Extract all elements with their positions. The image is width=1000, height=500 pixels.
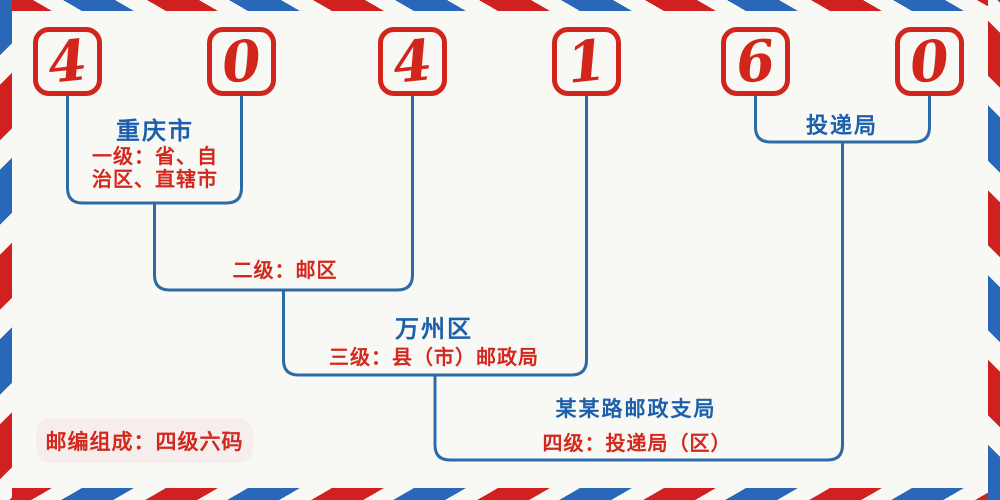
digit-2: 0 [218, 26, 265, 97]
digit-5: 6 [732, 26, 779, 97]
digit-box-6: 0 [895, 27, 964, 96]
digit-3: 4 [389, 26, 436, 97]
airmail-border-left [0, 0, 12, 500]
digit-1: 4 [44, 26, 91, 97]
level4-desc-label: 四级：投递局（区） [542, 433, 732, 455]
airmail-border-right [988, 0, 1000, 500]
digit-4: 1 [563, 26, 610, 97]
level1-place-label: 重庆市 [116, 116, 194, 145]
level4-place-label: 某某路邮政支局 [555, 396, 717, 421]
digit-box-5: 6 [721, 27, 790, 96]
footer-badge: 邮编组成：四级六码 [36, 418, 253, 463]
airmail-border-bottom [0, 488, 1000, 500]
level3-place-label: 万州区 [395, 314, 473, 343]
digit-box-4: 1 [552, 27, 621, 96]
digit-box-3: 4 [378, 27, 447, 96]
airmail-border-top [0, 0, 1000, 11]
digit-box-2: 0 [207, 27, 276, 96]
bracket-delivery [754, 96, 931, 144]
digit-6: 0 [906, 26, 953, 97]
level2-desc-label: 二级：邮区 [232, 260, 338, 282]
delivery-office-label: 投递局 [805, 113, 878, 139]
level3-desc-label: 三级：县（市）邮政局 [329, 347, 539, 369]
level1-desc-label: 一级：省、自 治区、直辖市 [92, 146, 218, 191]
digit-box-1: 4 [33, 27, 102, 96]
bracket-level4 [433, 142, 844, 462]
